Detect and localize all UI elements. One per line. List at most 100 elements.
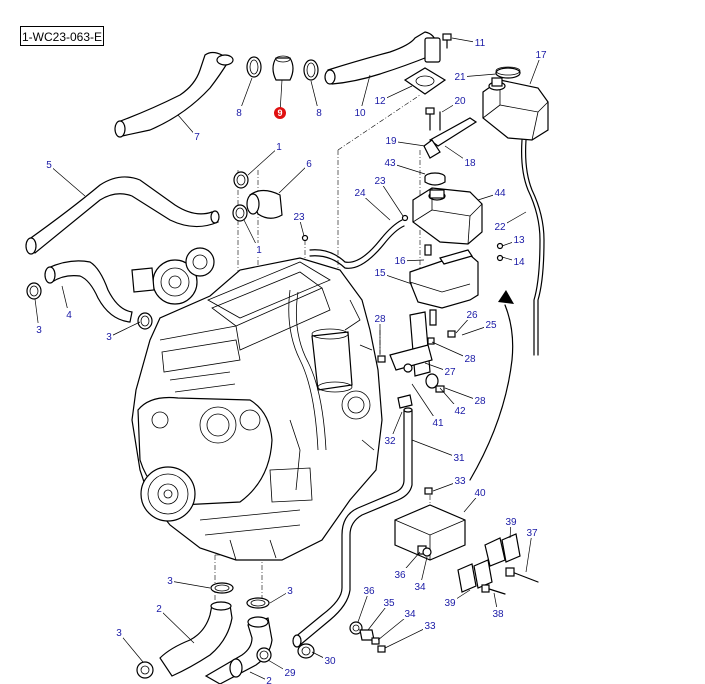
callout-label-background <box>305 157 313 169</box>
upper-hose <box>114 51 234 138</box>
tank-44 <box>412 172 483 245</box>
bracket-15 <box>409 242 504 326</box>
callout-number: 30 <box>324 656 336 667</box>
callout-leader-line <box>379 180 404 217</box>
highlighted-callout-marker <box>274 107 286 119</box>
callout-number: 21 <box>454 72 466 83</box>
callout-number: 32 <box>384 436 396 447</box>
callout-number: 18 <box>464 158 476 169</box>
callout-leader-line <box>278 163 310 194</box>
callout-label-background <box>373 266 387 278</box>
callout-label-background <box>393 254 407 266</box>
callout-number: 35 <box>383 598 395 609</box>
callout-label-background <box>373 174 387 186</box>
callout-label-background <box>286 584 294 596</box>
callout-label-background <box>155 602 163 614</box>
diagram-code-label: 1-WC23-063-E <box>20 26 104 46</box>
direction-arrow <box>469 290 514 481</box>
small-hose-32 <box>397 394 413 409</box>
callout-label-background <box>315 106 323 118</box>
callout-number: 13 <box>513 235 525 246</box>
callout-number: 1 <box>276 142 282 153</box>
callout-label-background <box>373 312 387 324</box>
callout-label-background <box>473 36 487 48</box>
callout-label-background <box>534 48 548 60</box>
bracket-40 <box>394 487 466 561</box>
callout-label-background <box>493 186 507 198</box>
callout-label-background <box>393 568 407 580</box>
callout-leader-line <box>158 608 195 644</box>
callout-number: 42 <box>454 406 466 417</box>
callout-number: 41 <box>432 418 444 429</box>
callout-number: 3 <box>167 576 173 587</box>
expansion-tank-17 <box>482 77 549 141</box>
callout-number: 12 <box>374 96 386 107</box>
callout-number: 39 <box>505 517 517 528</box>
long-pipe-31 <box>292 407 413 659</box>
callout-label-background <box>473 486 487 498</box>
callout-label-background <box>353 186 367 198</box>
callout-label-background <box>382 596 396 608</box>
callout-number: 14 <box>513 257 525 268</box>
callout-label-background <box>423 619 437 631</box>
callout-number: 20 <box>454 96 466 107</box>
callout-label-background <box>512 233 526 245</box>
callout-number: 2 <box>156 604 162 615</box>
callout-number: 11 <box>475 38 486 49</box>
callout-number: 24 <box>354 188 366 199</box>
callout-number: 26 <box>466 310 478 321</box>
bolt-11 <box>442 33 452 49</box>
callout-number: 40 <box>474 488 486 499</box>
thin-pipe-22 <box>521 139 545 356</box>
callout-number: 44 <box>494 188 506 199</box>
callout-number: 8 <box>316 108 322 119</box>
bottom-hose-2 <box>136 582 234 679</box>
callout-number: 5 <box>46 160 52 171</box>
callout-label-background <box>292 210 306 222</box>
callout-leader-line <box>48 164 86 197</box>
callout-label-background <box>353 106 367 118</box>
callout-number: 31 <box>453 453 465 464</box>
callout-number: 10 <box>354 108 366 119</box>
bracket-27 <box>377 311 456 393</box>
callout-label-background <box>443 596 457 608</box>
callout-label-background <box>65 308 73 320</box>
callout-label-background <box>193 130 201 142</box>
callout-leader-line <box>411 439 460 459</box>
callout-label-background <box>453 474 467 486</box>
callout-number: 23 <box>293 212 305 223</box>
clamps-39 <box>457 533 539 595</box>
callout-label-background <box>275 140 283 152</box>
callout-label-background <box>45 158 53 170</box>
hose-4 <box>26 260 153 330</box>
bottom-hose-29 <box>204 597 273 684</box>
callout-leader-line <box>247 146 280 176</box>
callout-label-background <box>105 330 113 342</box>
callout-number: 3 <box>287 586 293 597</box>
callout-label-background <box>283 666 297 678</box>
callout-label-background <box>504 515 518 527</box>
callout-number: 3 <box>116 628 122 639</box>
tank-cap-21 <box>495 66 521 79</box>
callout-label-background <box>362 584 376 596</box>
callout-number: 38 <box>492 609 504 620</box>
callout-label-background <box>452 451 466 463</box>
callout-leader-line <box>357 590 370 623</box>
callout-number: 29 <box>284 668 296 679</box>
callout-leader-line <box>525 532 533 573</box>
callout-number: 3 <box>36 325 42 336</box>
callout-label-background <box>463 156 477 168</box>
callout-number: 36 <box>363 586 375 597</box>
callout-leader-line <box>384 625 431 649</box>
callout-label-background <box>383 156 397 168</box>
callout-label-background <box>265 674 273 684</box>
callout-number: 8 <box>236 108 242 119</box>
callout-label-background <box>383 434 397 446</box>
callout-number: 33 <box>424 621 436 632</box>
callout-label-background <box>373 94 387 106</box>
callout-number: 2 <box>266 676 272 684</box>
callout-label-background <box>115 626 123 638</box>
callout-number: 19 <box>385 136 397 147</box>
